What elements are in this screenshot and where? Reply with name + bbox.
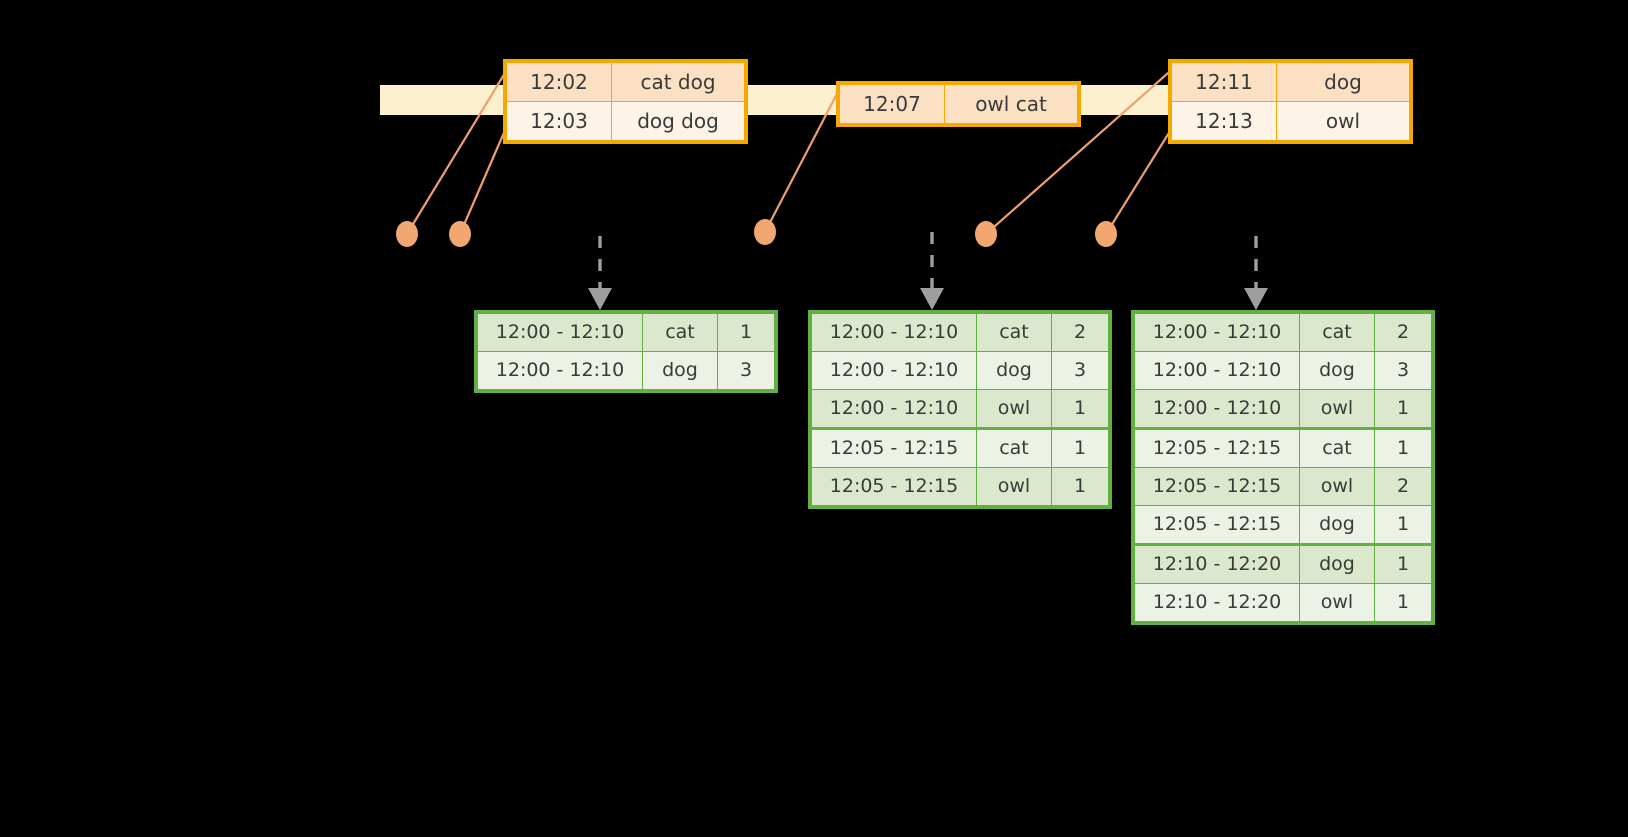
event-row: 12:13 owl [1171,101,1410,141]
count-cell: 1 [717,313,775,352]
event-words: owl cat [944,84,1078,124]
word-cell: owl [976,389,1052,429]
word-cell: cat [976,427,1052,468]
window-cell: 12:05 - 12:15 [1134,467,1300,506]
window-cell: 12:00 - 12:10 [1134,313,1300,352]
word-cell: dog [976,351,1052,390]
count-cell: 3 [1051,351,1109,390]
connector-3 [764,87,841,233]
dot-1 [396,221,418,247]
window-cell: 12:10 - 12:20 [1134,583,1300,622]
word-cell: owl [976,467,1052,506]
event-group-2: 12:07 owl cat [836,81,1081,127]
word-cell: cat [1299,313,1375,352]
window-cell: 12:00 - 12:10 [811,313,977,352]
flow-arrows [598,232,1258,288]
dot-4 [975,221,997,247]
event-row: 12:11 dog [1171,62,1410,102]
window-cell: 12:10 - 12:20 [1134,543,1300,584]
count-cell: 1 [1374,389,1432,429]
event-row: 12:07 owl cat [839,84,1078,124]
event-words: cat dog [611,62,745,102]
word-cell: owl [1299,467,1375,506]
window-cell: 12:00 - 12:10 [1134,351,1300,390]
event-group-1: 12:02 cat dog 12:03 dog dog [503,59,748,144]
word-cell: dog [1299,505,1375,545]
count-cell: 2 [1374,467,1432,506]
count-cell: 3 [717,351,775,390]
flow-arrow-2-head [920,288,944,310]
connector-2 [458,127,508,235]
count-cell: 1 [1051,427,1109,468]
flow-arrow-3-head [1244,288,1268,310]
word-cell: dog [642,351,718,390]
event-words: owl [1276,101,1410,141]
window-cell: 12:05 - 12:15 [1134,505,1300,545]
window-cell: 12:00 - 12:10 [811,351,977,390]
dot-5 [1095,221,1117,247]
window-cell: 12:00 - 12:10 [477,351,643,390]
count-cell: 2 [1374,313,1432,352]
event-dots [396,219,1117,247]
window-cell: 12:00 - 12:10 [477,313,643,352]
connector-5 [1105,127,1173,235]
window-cell: 12:00 - 12:10 [1134,389,1300,429]
event-row: 12:03 dog dog [506,101,745,141]
event-group-3: 12:11 dog 12:13 owl [1168,59,1413,144]
window-cell: 12:00 - 12:10 [811,389,977,429]
count-cell: 1 [1374,543,1432,584]
word-cell: cat [1299,427,1375,468]
word-cell: owl [1299,583,1375,622]
count-cell: 1 [1374,583,1432,622]
window-cell: 12:05 - 12:15 [1134,427,1300,468]
count-cell: 3 [1374,351,1432,390]
word-cell: dog [1299,543,1375,584]
count-cell: 1 [1051,467,1109,506]
event-time: 12:02 [506,62,612,102]
count-cell: 1 [1374,427,1432,468]
event-words: dog dog [611,101,745,141]
count-cell: 1 [1051,389,1109,429]
word-cell: cat [976,313,1052,352]
dot-3 [754,219,776,245]
count-cell: 1 [1374,505,1432,545]
flow-arrow-1-head [588,288,612,310]
event-row: 12:02 cat dog [506,62,745,102]
event-time: 12:13 [1171,101,1277,141]
window-cell: 12:05 - 12:15 [811,427,977,468]
event-time: 12:07 [839,84,945,124]
event-time: 12:11 [1171,62,1277,102]
event-words: dog [1276,62,1410,102]
word-cell: owl [1299,389,1375,429]
word-cell: cat [642,313,718,352]
word-cell: dog [1299,351,1375,390]
dot-2 [449,221,471,247]
connector-1 [406,67,509,235]
window-cell: 12:05 - 12:15 [811,467,977,506]
count-cell: 2 [1051,313,1109,352]
flow-arrow-heads [588,288,1268,310]
event-time: 12:03 [506,101,612,141]
